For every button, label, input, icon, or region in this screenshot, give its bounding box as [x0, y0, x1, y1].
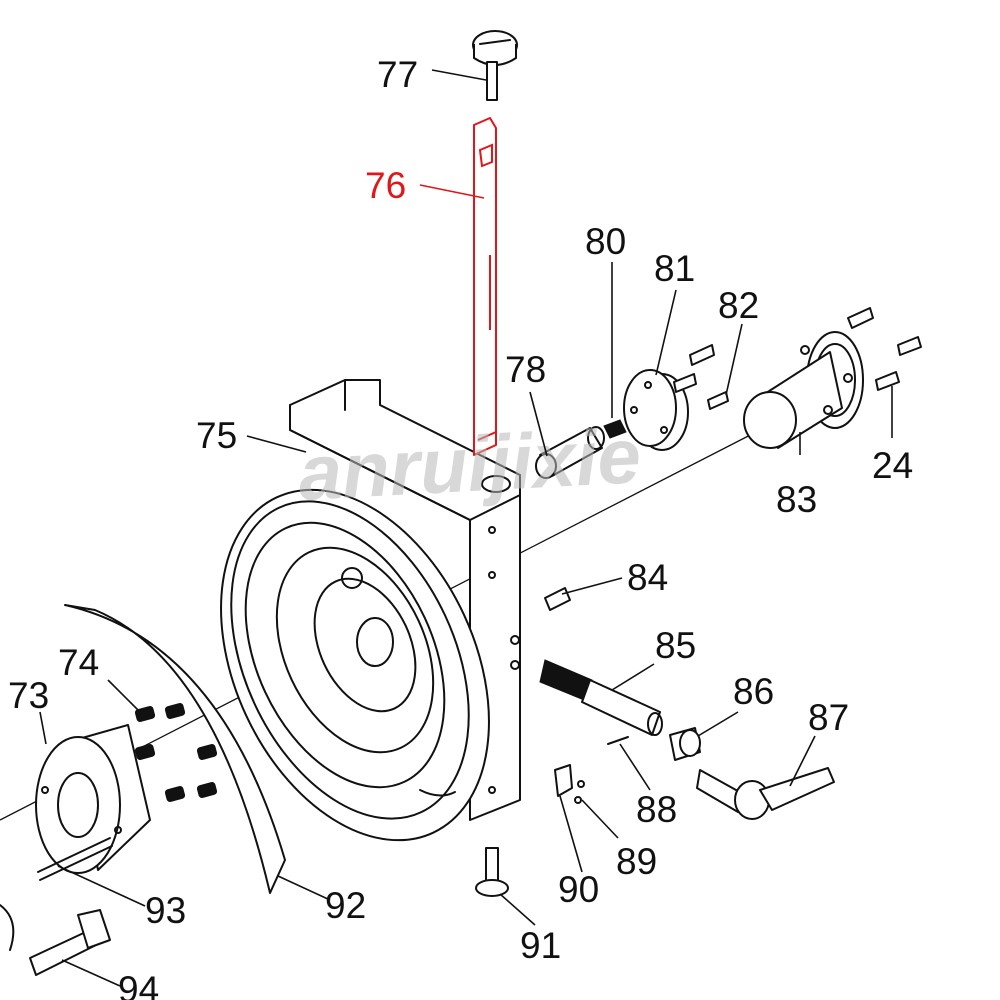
callout-93: 93: [145, 890, 186, 931]
part-93-pin: [37, 837, 113, 881]
callout-77: 77: [377, 54, 418, 95]
part-87-handle: [696, 767, 835, 820]
part-77-screw: [472, 30, 518, 101]
part-75-housing: [289, 379, 521, 821]
callout-90: 90: [558, 869, 599, 910]
part-94-t-bolt: [0, 904, 111, 976]
part-82-screws: [673, 344, 729, 410]
callout-83: 83: [776, 479, 817, 520]
face-plate: [220, 488, 490, 842]
callout-73: 73: [8, 675, 49, 716]
callout-84: 84: [627, 557, 668, 598]
part-90-clip: [554, 764, 573, 797]
part-81-plate: [623, 369, 689, 451]
callout-80: 80: [585, 221, 626, 262]
leader-lines: [39, 69, 893, 987]
part-92-guard: [64, 604, 286, 894]
part-74-set-screws: [134, 703, 218, 802]
callout-24: 24: [872, 445, 913, 486]
part-85-gear-shaft: [539, 659, 663, 736]
callout-91: 91: [520, 925, 561, 966]
callout-94: 94: [118, 969, 159, 1000]
callout-89: 89: [616, 841, 657, 882]
callout-75: 75: [196, 415, 237, 456]
part-91-bolt: [475, 847, 509, 897]
part-84-pin: [544, 587, 571, 611]
part-24-screws: [847, 307, 922, 391]
part-88-pin: [607, 736, 629, 745]
callout-76-highlighted: 76: [365, 165, 406, 206]
callout-82: 82: [718, 285, 759, 326]
callout-88: 88: [636, 789, 677, 830]
callout-87: 87: [808, 697, 849, 738]
part-86-nut: [669, 727, 701, 761]
callout-92: 92: [325, 885, 366, 926]
callout-85: 85: [655, 625, 696, 666]
part-73-collar: [35, 724, 151, 874]
callout-78: 78: [505, 349, 546, 390]
part-89-screws: [574, 780, 585, 804]
part-83-sleeve: [743, 331, 864, 449]
part-76-bar-highlighted: [473, 117, 497, 456]
part-80-spring: [603, 419, 627, 439]
watermark-text: anruijixie: [296, 411, 643, 517]
callout-86: 86: [733, 671, 774, 712]
callout-74: 74: [58, 642, 99, 683]
callout-81: 81: [654, 248, 695, 289]
